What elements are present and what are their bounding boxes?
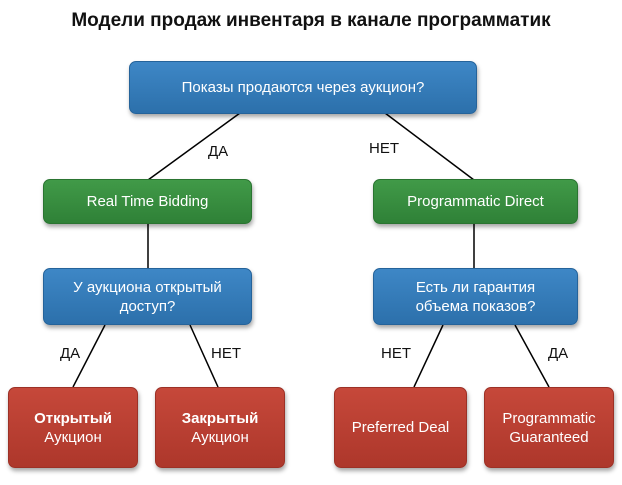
edge-label-root-yes: ДА — [208, 143, 229, 160]
node-open-auction: Открытый Аукцион — [8, 387, 138, 468]
node-closed-auction-line1: Закрытый — [181, 409, 259, 427]
edge-label-guarantee-no: НЕТ — [381, 345, 411, 362]
edge-label-open-yes: ДА — [60, 345, 81, 362]
node-guarantee-question: Есть ли гарантия объема показов? — [373, 268, 578, 325]
edge-label-guarantee-yes: ДА — [548, 345, 569, 362]
connector-open-closedauction — [189, 324, 219, 388]
connector-root-pd — [384, 112, 475, 181]
connector-root-rtb — [147, 112, 241, 181]
node-guarantee-q-line1: Есть ли гарантия — [415, 278, 536, 296]
connector-open-openauction — [72, 324, 106, 388]
node-programmatic-direct: Programmatic Direct — [373, 179, 578, 224]
diagram-title: Модели продаж инвентаря в канале програм… — [71, 10, 551, 31]
node-open-auction-line1: Открытый — [34, 409, 112, 427]
node-preferred-deal-text: Preferred Deal — [351, 419, 450, 436]
edge-label-open-no: НЕТ — [211, 345, 241, 362]
node-programmatic-guaranteed: Programmatic Guaranteed — [484, 387, 614, 468]
node-root-text: Показы продаются через аукцион? — [181, 79, 425, 96]
node-open-access-question: У аукциона открытый доступ? — [43, 268, 252, 325]
node-pd-text: Programmatic Direct — [407, 193, 544, 210]
node-preferred-deal: Preferred Deal — [334, 387, 467, 468]
node-open-q-line1: У аукциона открытый — [73, 278, 222, 296]
node-closed-auction: Закрытый Аукцион — [155, 387, 285, 468]
node-rtb-text: Real Time Bidding — [86, 193, 209, 210]
node-prog-guaranteed-line2: Guaranteed — [509, 428, 589, 446]
node-guarantee-q-line2: объема показов? — [415, 297, 536, 315]
node-prog-guaranteed-line1: Programmatic — [502, 409, 596, 427]
node-open-q-line2: доступ? — [119, 297, 176, 315]
node-real-time-bidding: Real Time Bidding — [43, 179, 252, 224]
node-closed-auction-line2: Аукцион — [191, 428, 249, 446]
node-root-question: Показы продаются через аукцион? — [129, 61, 477, 114]
node-open-auction-line2: Аукцион — [44, 428, 102, 446]
connector-guarantee-guaranteed — [514, 324, 550, 388]
connector-guarantee-preferred — [413, 324, 444, 388]
edge-label-root-no: НЕТ — [369, 140, 399, 157]
